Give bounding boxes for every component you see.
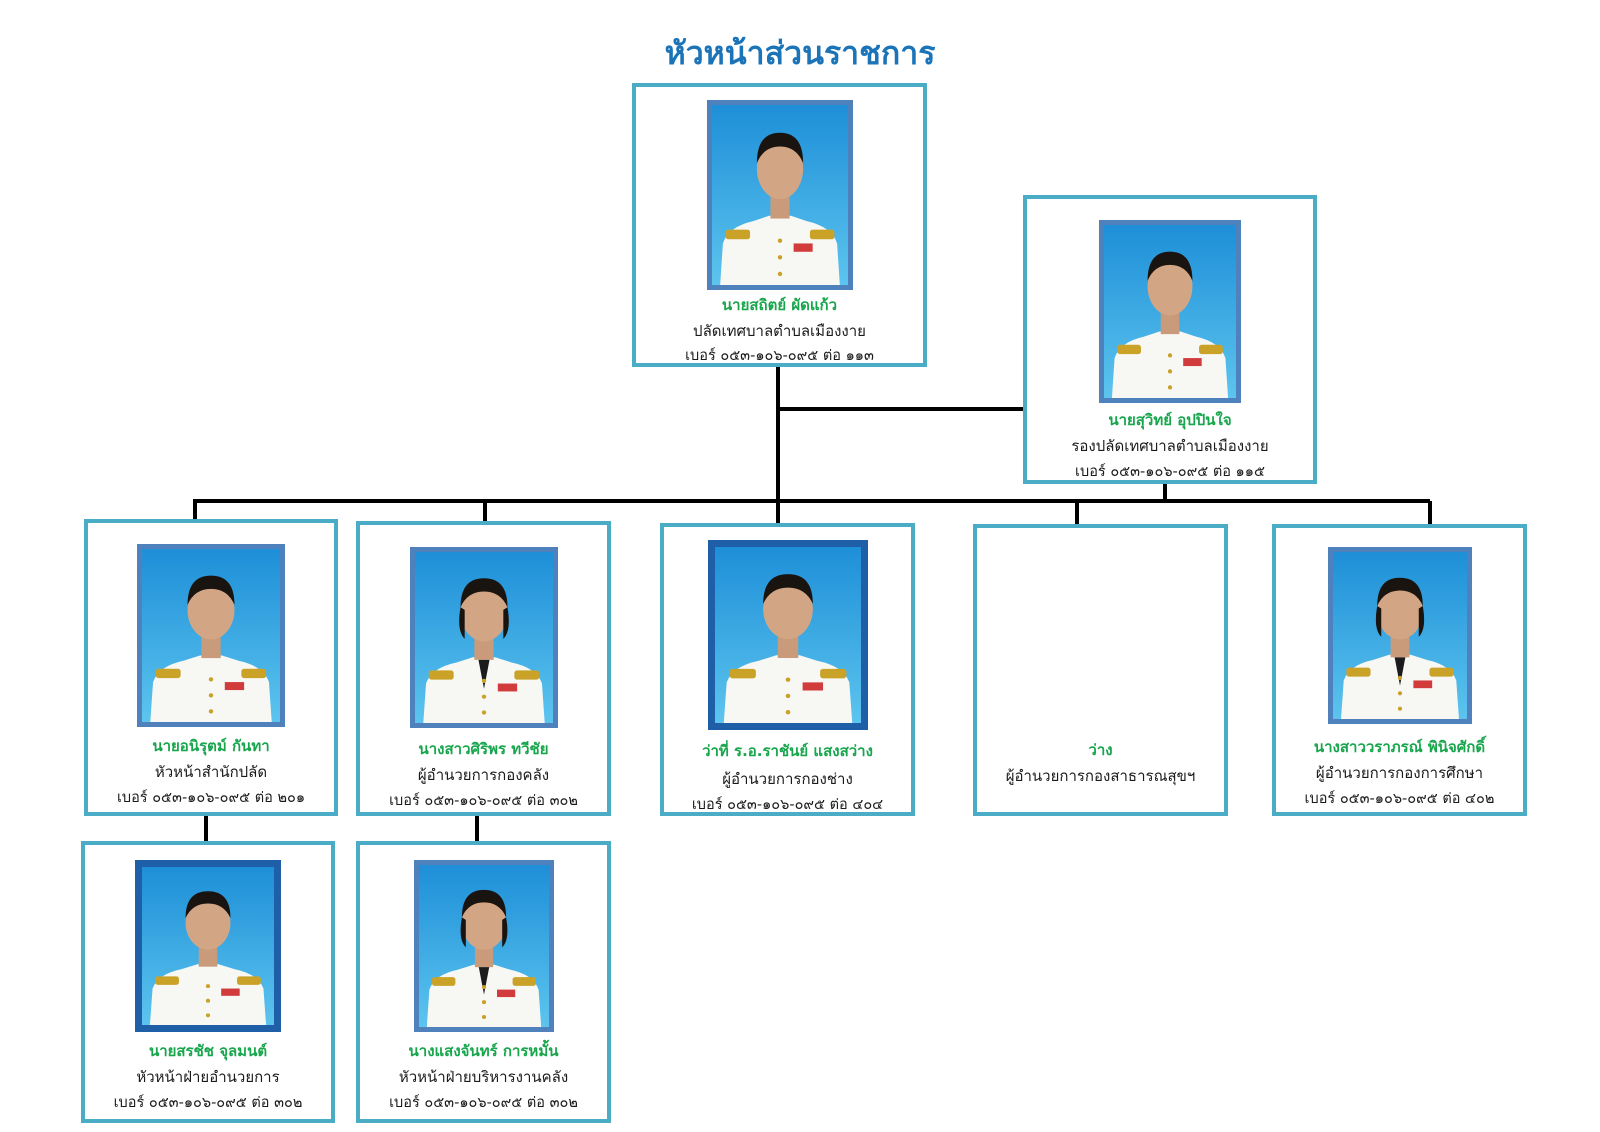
person-photo — [137, 544, 285, 727]
person-name: นางสาววราภรณ์ พินิจศักดิ์ — [1313, 738, 1486, 756]
person-card: ว่าที่ ร.อ.ราชันย์ แสงสว่างผู้อำนวยการกอ… — [660, 523, 915, 816]
person-card: นายสรชัช จุลมนต์หัวหน้าฝ่ายอำนวยการเบอร์… — [81, 841, 335, 1123]
person-photo — [1327, 547, 1472, 724]
person-role: ผู้อำนวยการกองการศึกษา — [1315, 764, 1484, 782]
person-phone: เบอร์ ๐๕๓-๑๐๖-๐๙๕ ต่อ ๔๐๔ — [691, 797, 884, 813]
person-card: นางสาววราภรณ์ พินิจศักดิ์ผู้อำนวยการกองก… — [1272, 524, 1527, 816]
person-name: นายอนิรุตม์ กันทา — [152, 737, 270, 755]
person-card: นางสาวศิริพร ทวีชัยผู้อำนวยการกองคลังเบอ… — [356, 521, 611, 816]
person-role: ผู้อำนวยการกองคลัง — [417, 766, 550, 784]
person-photo — [409, 547, 558, 728]
person-name: นางแสงจันทร์ การหมั้น — [408, 1042, 559, 1060]
person-photo — [706, 100, 853, 290]
person-name: นายสุวิทย์ อุปปินใจ — [1108, 411, 1232, 429]
person-photo — [413, 860, 554, 1032]
person-card: นางแสงจันทร์ การหมั้นหัวหน้าฝ่ายบริหารงา… — [356, 841, 611, 1123]
person-role: ผู้อำนวยการกองช่าง — [722, 770, 853, 788]
person-card: นายสถิตย์ ผัดแก้วปลัดเทศบาลตำบลเมืองงายเ… — [632, 83, 927, 367]
person-role: รองปลัดเทศบาลตำบลเมืองงาย — [1071, 437, 1269, 455]
person-name: นายสรชัช จุลมนต์ — [148, 1042, 268, 1060]
person-phone: เบอร์ ๐๕๓-๑๐๖-๐๙๕ ต่อ ๓๐๒ — [389, 1095, 578, 1111]
person-role: หัวหน้าฝ่ายอำนวยการ — [136, 1068, 280, 1086]
chart-title: หัวหน้าส่วนราชการ — [664, 34, 936, 72]
person-name: ว่าง — [1088, 741, 1113, 759]
person-role: ปลัดเทศบาลตำบลเมืองงาย — [693, 322, 866, 340]
person-card: นายอนิรุตม์ กันทาหัวหน้าสำนักปลัดเบอร์ ๐… — [84, 519, 338, 816]
person-phone: เบอร์ ๐๕๓-๑๐๖-๐๙๕ ต่อ ๑๑๕ — [1075, 464, 1265, 480]
person-phone: เบอร์ ๐๕๓-๑๐๖-๐๙๕ ต่อ ๓๐๒ — [113, 1095, 303, 1111]
person-name: นางสาวศิริพร ทวีชัย — [418, 740, 549, 758]
person-photo — [707, 540, 868, 730]
person-card: ว่างผู้อำนวยการกองสาธารณสุขฯ — [973, 524, 1228, 816]
person-phone: เบอร์ ๐๕๓-๑๐๖-๐๙๕ ต่อ ๑๑๓ — [685, 348, 874, 364]
person-role: หัวหน้าสำนักปลัด — [154, 763, 268, 781]
person-photo — [135, 860, 281, 1032]
person-phone: เบอร์ ๐๕๓-๑๐๖-๐๙๕ ต่อ ๔๐๒ — [1304, 791, 1495, 807]
person-role: หัวหน้าฝ่ายบริหารงานคลัง — [398, 1068, 569, 1086]
person-card: นายสุวิทย์ อุปปินใจรองปลัดเทศบาลตำบลเมือ… — [1023, 195, 1317, 484]
person-role: ผู้อำนวยการกองสาธารณสุขฯ — [1005, 767, 1196, 785]
person-phone: เบอร์ ๐๕๓-๑๐๖-๐๙๕ ต่อ ๒๐๑ — [116, 790, 306, 806]
person-name: ว่าที่ ร.อ.ราชันย์ แสงสว่าง — [702, 742, 873, 760]
person-name: นายสถิตย์ ผัดแก้ว — [721, 296, 838, 314]
person-phone: เบอร์ ๐๕๓-๑๐๖-๐๙๕ ต่อ ๓๐๒ — [389, 793, 578, 809]
person-photo — [1099, 220, 1241, 403]
